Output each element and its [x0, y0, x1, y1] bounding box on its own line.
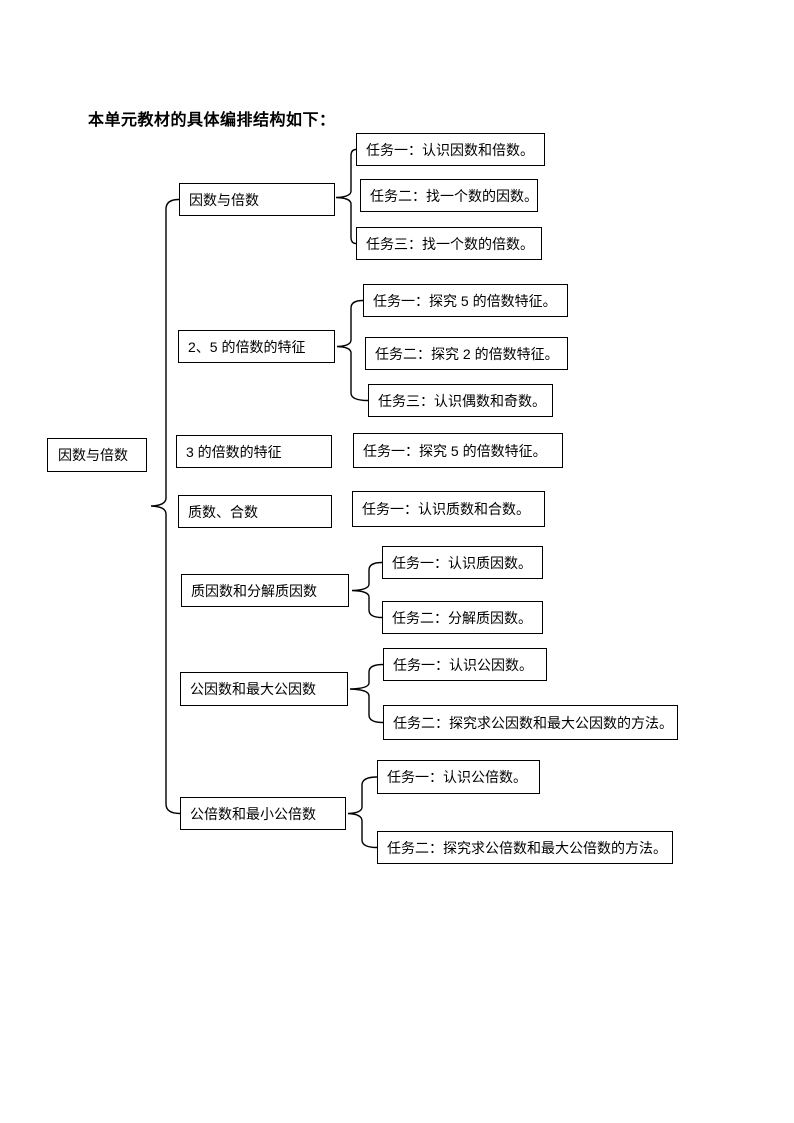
branch-box-prime-composite: 质数、合数: [178, 495, 332, 528]
task-box: 任务一：认识公倍数。: [377, 760, 540, 794]
task-box: 任务一：探究 5 的倍数特征。: [363, 284, 568, 317]
main-brace-connector: [150, 198, 181, 815]
task-box: 任务一：认识因数和倍数。: [356, 133, 545, 166]
branch-5-brace-connector: [351, 561, 383, 619]
branch-6-brace-connector: [349, 663, 384, 724]
branch-box-multiples-of-2-5: 2、5 的倍数的特征: [178, 330, 335, 363]
branch-7-brace-connector: [347, 776, 378, 849]
task-box: 任务一：认识质因数。: [382, 546, 543, 579]
branch-box-prime-factorization: 质因数和分解质因数: [181, 574, 349, 607]
branch-box-multiples-of-3: 3 的倍数的特征: [176, 435, 332, 468]
task-box: 任务二：探究 2 的倍数特征。: [365, 337, 568, 370]
root-node-box: 因数与倍数: [47, 438, 147, 472]
task-box: 任务一：认识公因数。: [383, 648, 547, 681]
task-box: 任务二：找一个数的因数。: [360, 179, 538, 212]
page-title: 本单元教材的具体编排结构如下：: [88, 112, 336, 129]
task-box: 任务二：探究求公因数和最大公因数的方法。: [383, 705, 678, 740]
branch-box-factors-and-multiples: 因数与倍数: [179, 183, 335, 216]
branch-box-common-factors: 公因数和最大公因数: [180, 672, 348, 706]
branch-2-brace-connector: [336, 299, 369, 402]
task-box: 任务三：认识偶数和奇数。: [368, 384, 553, 417]
task-box: 任务二：探究求公倍数和最大公倍数的方法。: [377, 831, 673, 864]
branch-box-common-multiples: 公倍数和最小公倍数: [180, 797, 346, 830]
task-box: 任务一：认识质数和合数。: [352, 491, 545, 527]
task-box: 任务一：探究 5 的倍数特征。: [353, 433, 563, 468]
task-box: 任务三：找一个数的倍数。: [356, 227, 542, 260]
branch-1-brace-connector: [335, 148, 357, 245]
task-box: 任务二：分解质因数。: [382, 601, 543, 634]
